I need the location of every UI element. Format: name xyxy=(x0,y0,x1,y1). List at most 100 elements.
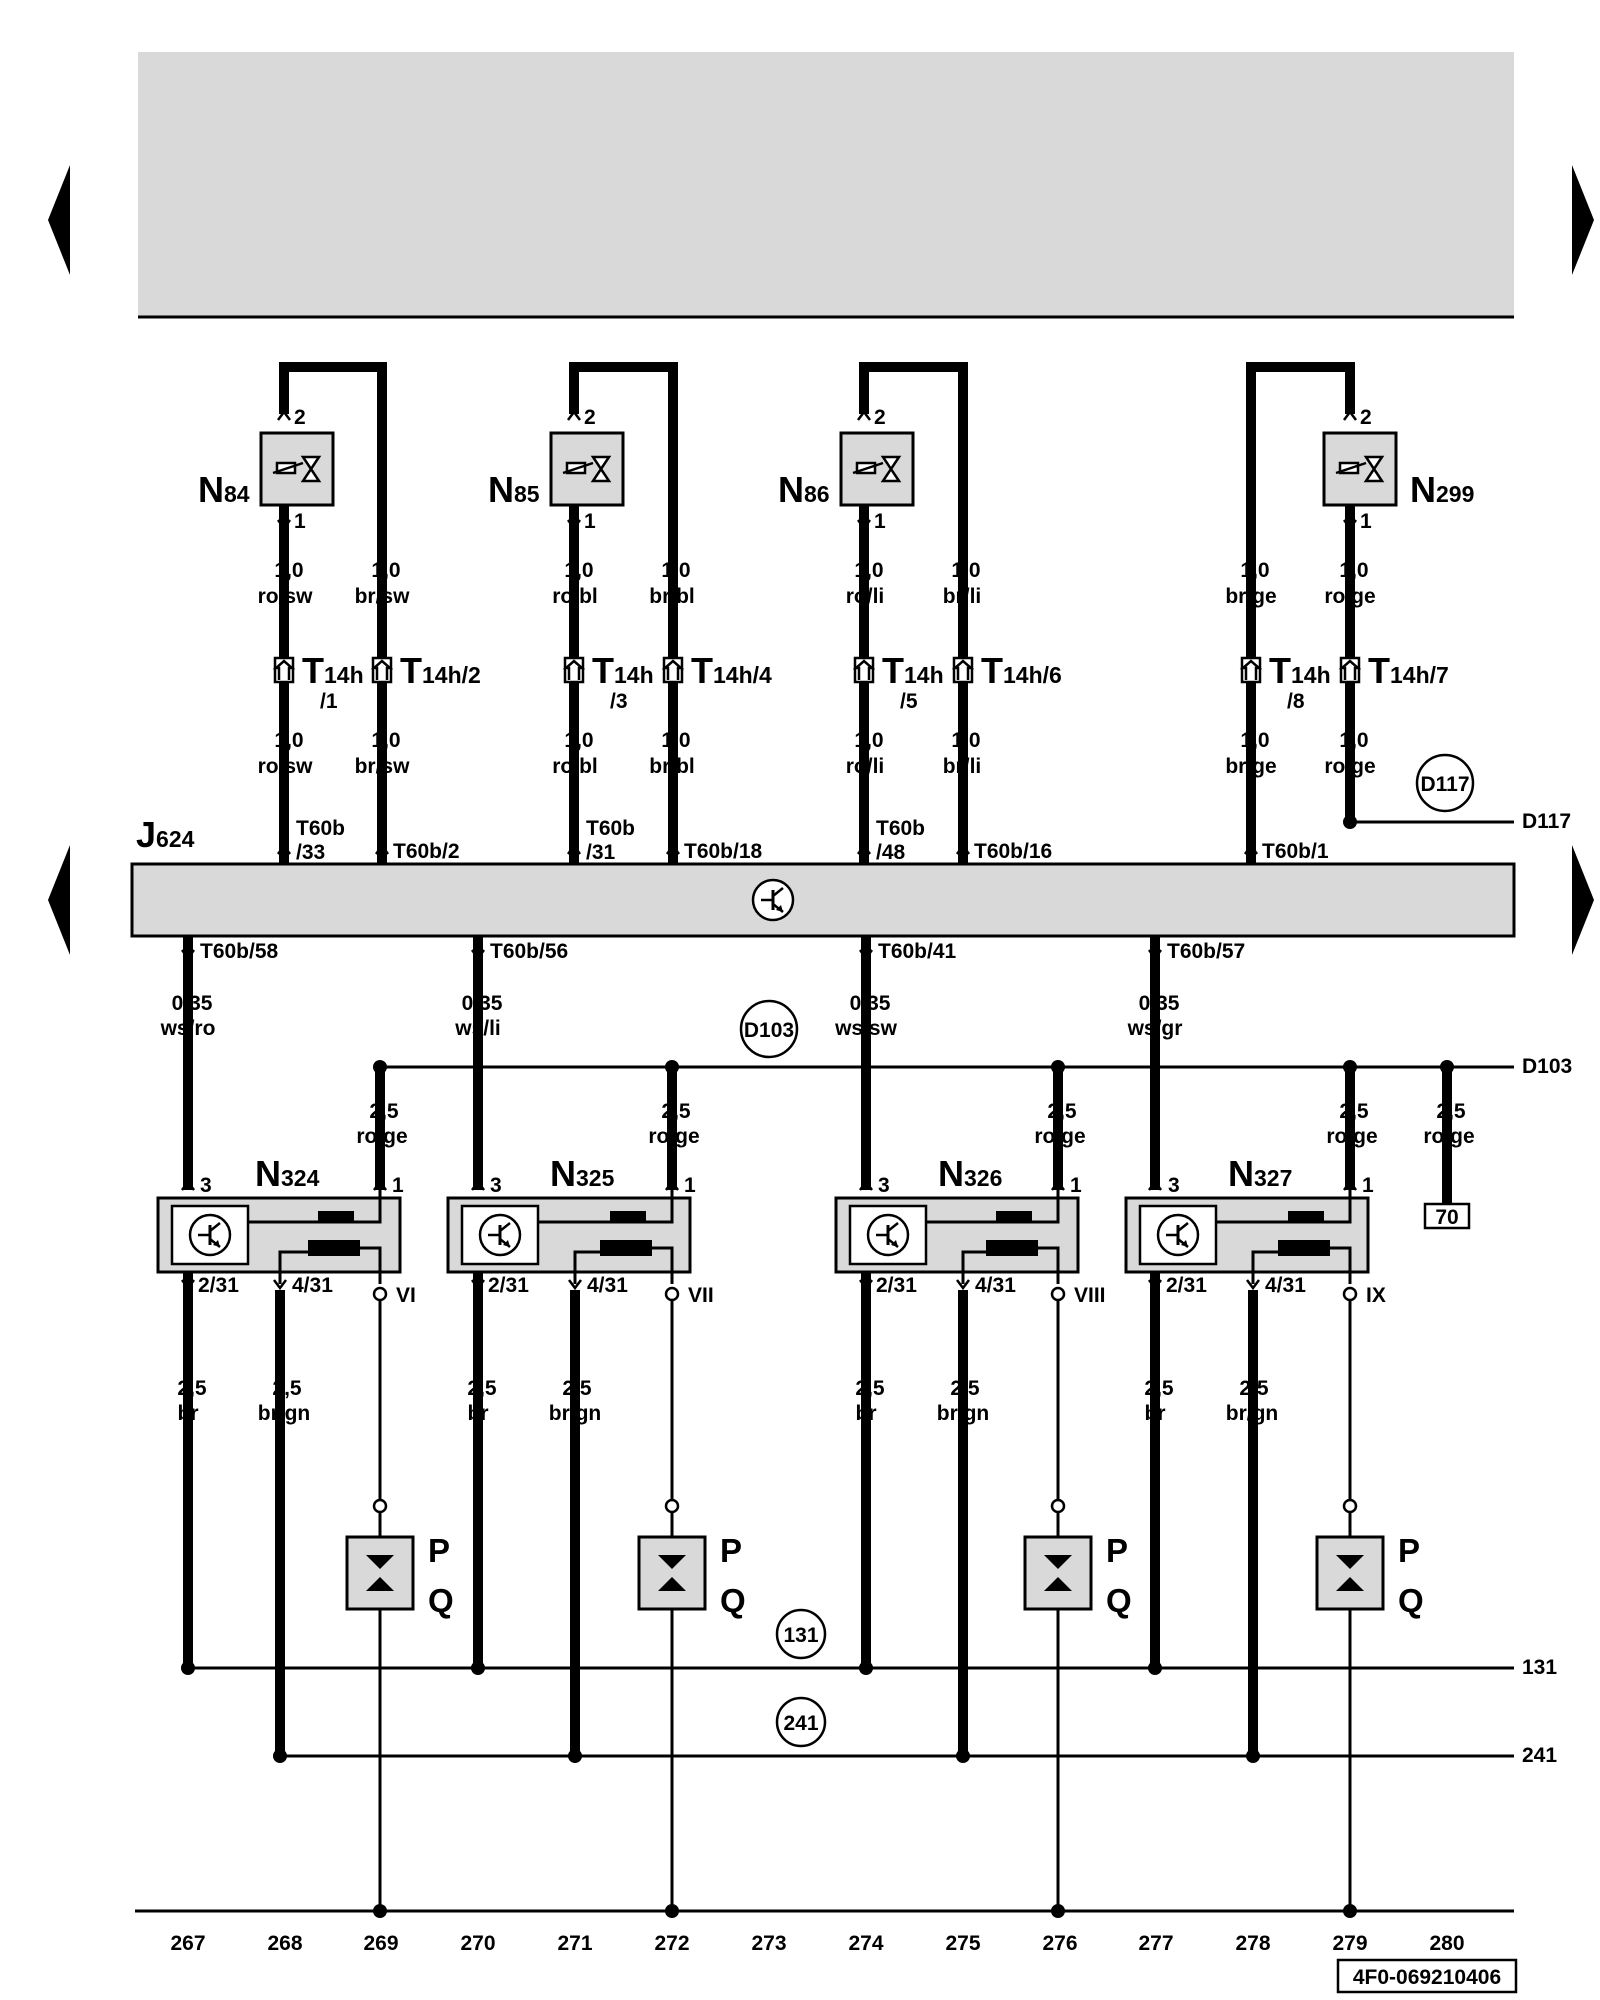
svg-text:ws/sw: ws/sw xyxy=(834,1017,898,1040)
module-n326: N326 3 1 2/31 4/31 VIII xyxy=(834,1153,1106,1307)
svg-text:ws/ro: ws/ro xyxy=(160,1017,216,1040)
svg-text:Q: Q xyxy=(1398,1582,1424,1619)
svg-text:ro/ge: ro/ge xyxy=(356,1125,407,1148)
svg-text:br/li: br/li xyxy=(943,755,982,778)
svg-text:2,5: 2,5 xyxy=(950,1377,980,1400)
column-numbers: 267 268 269 270 271 272 273 274 275 276 … xyxy=(170,1932,1464,1955)
svg-text:3: 3 xyxy=(200,1174,212,1197)
svg-text:4F0-069210406: 4F0-069210406 xyxy=(1353,1966,1501,1989)
svg-text:274: 274 xyxy=(848,1932,883,1955)
svg-text:2,5: 2,5 xyxy=(661,1100,691,1123)
svg-text:/33: /33 xyxy=(296,841,325,864)
svg-text:N326: N326 xyxy=(938,1153,1002,1194)
svg-text:ro/ge: ro/ge xyxy=(1034,1125,1085,1148)
svg-text:Q: Q xyxy=(1106,1582,1132,1619)
svg-text:Q: Q xyxy=(720,1582,746,1619)
svg-text:1: 1 xyxy=(584,510,596,533)
next-page-arrow-top[interactable] xyxy=(1572,165,1594,275)
svg-text:ws/li: ws/li xyxy=(454,1017,501,1040)
t60b-top-pins: T60b/33 T60b/2 T60b/31 T60b/18 T60b/48 T… xyxy=(277,817,1329,864)
ref-box-70 xyxy=(1423,1202,1471,1230)
svg-text:T14h: T14h xyxy=(302,650,364,691)
svg-text:2/31: 2/31 xyxy=(488,1274,529,1297)
svg-text:1,0: 1,0 xyxy=(951,559,980,582)
svg-text:277: 277 xyxy=(1138,1932,1173,1955)
svg-text:D103: D103 xyxy=(1522,1055,1572,1078)
svg-text:N325: N325 xyxy=(550,1153,615,1194)
prev-page-arrow-mid[interactable] xyxy=(48,845,70,955)
svg-text:1: 1 xyxy=(1070,1174,1082,1197)
svg-text:ro/bl: ro/bl xyxy=(552,755,598,778)
d103-supply: D103 D103 2,5ro/ge 2,5ro/ge 2,5ro/ge 2,5… xyxy=(356,999,1572,1230)
svg-text:T14h/6: T14h/6 xyxy=(981,650,1062,691)
d117-marker: D117 D117 xyxy=(1415,753,1571,833)
signal-wires: T60b/58 T60b/56 T60b/41 T60b/57 0,35ws/r… xyxy=(160,936,1245,1190)
svg-text:4/31: 4/31 xyxy=(975,1274,1016,1297)
svg-text:br/ge: br/ge xyxy=(1225,585,1276,608)
svg-text:T60b/58: T60b/58 xyxy=(200,940,279,963)
svg-text:1,0: 1,0 xyxy=(1339,559,1368,582)
valve-n86-label: N86 xyxy=(778,469,830,510)
svg-text:/1: /1 xyxy=(320,690,338,713)
svg-text:1: 1 xyxy=(684,1174,696,1197)
next-page-arrow-mid[interactable] xyxy=(1572,845,1594,955)
valve-n85: 2 1 N85 xyxy=(488,406,625,533)
upper-wire-labels-b: 1,0ro/sw 1,0br/sw 1,0ro/bl 1,0br/bl 1,0r… xyxy=(258,729,1376,778)
valve-n85-label: N85 xyxy=(488,469,540,510)
svg-text:271: 271 xyxy=(557,1932,592,1955)
svg-text:4/31: 4/31 xyxy=(292,1274,333,1297)
svg-text:T14h: T14h xyxy=(1269,650,1331,691)
svg-text:T14h: T14h xyxy=(882,650,944,691)
svg-text:1,0: 1,0 xyxy=(1240,729,1269,752)
svg-text:T60b: T60b xyxy=(586,817,635,840)
svg-text:ro/ge: ro/ge xyxy=(648,1125,699,1148)
svg-text:273: 273 xyxy=(751,1932,786,1955)
svg-text:VI: VI xyxy=(396,1284,416,1307)
svg-text:2,5: 2,5 xyxy=(1144,1377,1174,1400)
valve-n84: 2 1 N84 xyxy=(198,406,335,533)
svg-text:T60b/1: T60b/1 xyxy=(1262,840,1329,863)
svg-text:1,0: 1,0 xyxy=(274,559,303,582)
svg-text:P: P xyxy=(720,1532,742,1569)
svg-text:1,0: 1,0 xyxy=(854,559,883,582)
svg-text:D117: D117 xyxy=(1522,810,1571,833)
svg-text:1,0: 1,0 xyxy=(371,559,400,582)
svg-text:1,0: 1,0 xyxy=(1339,729,1368,752)
svg-text:2,5: 2,5 xyxy=(467,1377,497,1400)
module-n324: N324 3 1 2/31 4/31 VI xyxy=(156,1153,416,1307)
svg-text:2/31: 2/31 xyxy=(1166,1274,1207,1297)
svg-text:0,35: 0,35 xyxy=(172,992,213,1015)
svg-text:2,5: 2,5 xyxy=(1436,1100,1466,1123)
svg-text:2: 2 xyxy=(874,406,886,429)
svg-text:ro/ge: ro/ge xyxy=(1324,585,1375,608)
svg-text:ro/ge: ro/ge xyxy=(1324,755,1375,778)
pq-outputs: PQ PQ PQ PQ xyxy=(345,1286,1424,1911)
svg-text:2/31: 2/31 xyxy=(198,1274,239,1297)
svg-text:T14h/4: T14h/4 xyxy=(691,650,772,691)
svg-text:2,5: 2,5 xyxy=(562,1377,592,1400)
svg-text:1,0: 1,0 xyxy=(854,729,883,752)
svg-text:T60b/41: T60b/41 xyxy=(878,940,957,963)
svg-text:P: P xyxy=(428,1532,450,1569)
svg-text:1: 1 xyxy=(392,1174,404,1197)
svg-text:1,0: 1,0 xyxy=(661,729,690,752)
svg-text:1,0: 1,0 xyxy=(274,729,303,752)
svg-text:0,35: 0,35 xyxy=(462,992,503,1015)
svg-text:VIII: VIII xyxy=(1074,1284,1106,1307)
svg-text:2: 2 xyxy=(584,406,596,429)
prev-page-arrow-top[interactable] xyxy=(48,165,70,275)
svg-text:241: 241 xyxy=(1522,1744,1557,1767)
j624-label: J624 xyxy=(136,814,195,855)
control-unit-j624: J624 xyxy=(130,814,1516,938)
svg-text:1: 1 xyxy=(1362,1174,1374,1197)
svg-text:N327: N327 xyxy=(1228,1153,1292,1194)
svg-text:T60b: T60b xyxy=(876,817,925,840)
svg-text:3: 3 xyxy=(878,1174,890,1197)
svg-text:/31: /31 xyxy=(586,841,616,864)
valve-n86: 2 1 N86 xyxy=(778,406,915,533)
valve-pin-arrows xyxy=(277,409,1357,531)
svg-text:br/bl: br/bl xyxy=(649,585,695,608)
svg-text:T60b/57: T60b/57 xyxy=(1167,940,1245,963)
svg-text:1,0: 1,0 xyxy=(564,729,593,752)
